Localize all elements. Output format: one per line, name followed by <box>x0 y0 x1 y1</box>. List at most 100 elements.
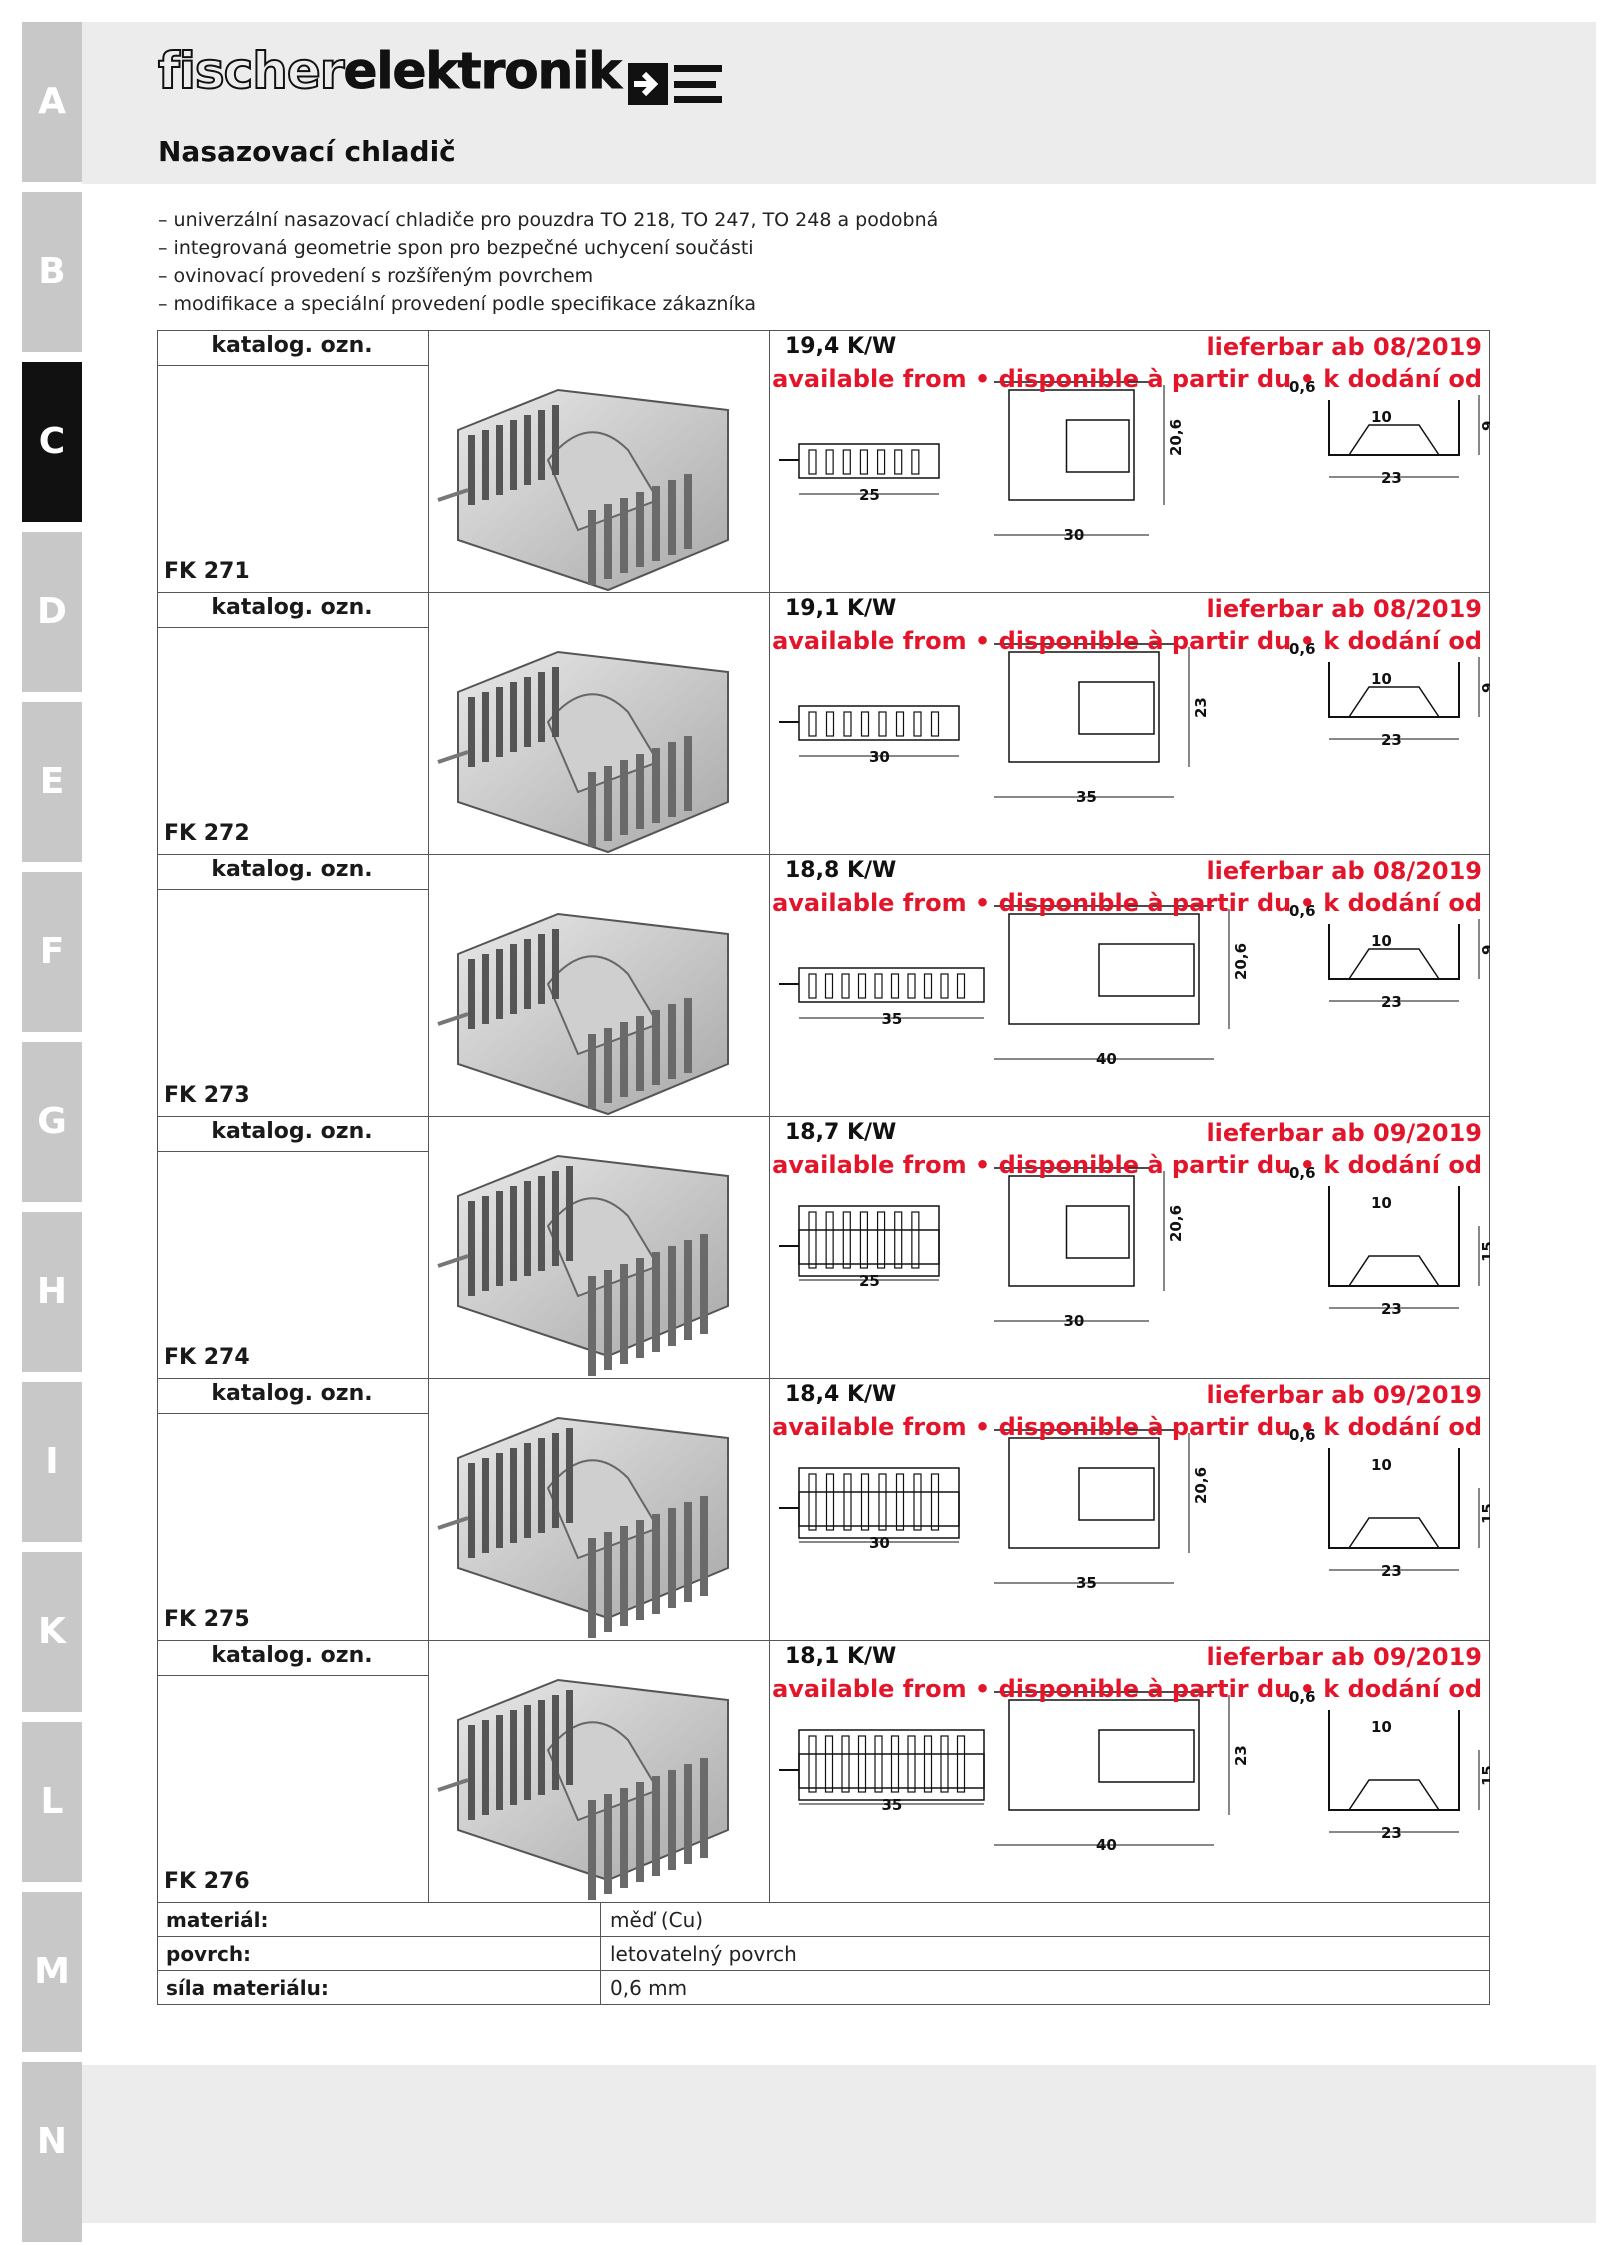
tab-h[interactable]: H <box>22 1212 82 1372</box>
tab-d[interactable]: D <box>22 532 82 692</box>
dim-thickness: 0,6 <box>1289 902 1316 920</box>
side-view <box>1008 1437 1160 1549</box>
label-cell <box>157 330 429 593</box>
availability-translations: available from • disponible à partir du … <box>772 365 1482 393</box>
dim-profile-height: 9 <box>1479 945 1490 955</box>
dim-width-front: 25 <box>859 486 880 504</box>
tab-e[interactable]: E <box>22 702 82 862</box>
side-view <box>1008 913 1200 1025</box>
brand-arrow-icon <box>627 62 722 105</box>
catalog-label: katalog. ozn. <box>211 595 373 620</box>
property-row: síla materiálu: 0,6 mm <box>157 1970 1490 2005</box>
thermal-resistance: 18,8 K/W <box>785 858 897 883</box>
dim-profile-height: 9 <box>1479 683 1490 693</box>
dim-inner: 10 <box>1371 1718 1392 1736</box>
heatsink-photo <box>437 388 729 592</box>
brand-logo-part1: fischer <box>157 41 345 101</box>
dim-profile-height: 9 <box>1479 421 1490 431</box>
dim-width-side: 30 <box>1064 526 1085 544</box>
heatsink-photo <box>437 912 729 1116</box>
dim-width-side: 35 <box>1076 1574 1097 1592</box>
property-key: povrch: <box>166 1942 252 1966</box>
photo-container <box>428 330 769 592</box>
tab-i[interactable]: I <box>22 1382 82 1542</box>
dim-width-front: 30 <box>869 1534 890 1552</box>
tab-a[interactable]: A <box>22 22 82 182</box>
dim-thickness: 0,6 <box>1289 1688 1316 1706</box>
availability-date: lieferbar ab 08/2019 <box>1206 857 1482 885</box>
catalog-label: katalog. ozn. <box>211 1643 373 1668</box>
property-value: měď (Cu) <box>610 1908 704 1932</box>
dim-outer: 23 <box>1381 1300 1402 1318</box>
tab-m[interactable]: M <box>22 1892 82 2052</box>
catalog-label: katalog. ozn. <box>211 333 373 358</box>
feature-item: integrovaná geometrie spon pro bezpečné … <box>158 234 938 262</box>
photo-container <box>428 1116 769 1378</box>
tab-c[interactable]: C <box>22 362 82 522</box>
availability-date: lieferbar ab 08/2019 <box>1206 333 1482 361</box>
availability-translations: available from • disponible à partir du … <box>772 1675 1482 1703</box>
heatsink-photo <box>437 650 729 854</box>
tab-k[interactable]: K <box>22 1552 82 1712</box>
dim-thickness: 0,6 <box>1289 378 1316 396</box>
thermal-resistance: 19,1 K/W <box>785 596 897 621</box>
thermal-resistance: 18,1 K/W <box>785 1644 897 1669</box>
dim-height-side: 23 <box>1192 697 1210 718</box>
heatsink-photo <box>437 1678 729 1900</box>
label-cell <box>157 1116 429 1379</box>
tab-f[interactable]: F <box>22 872 82 1032</box>
dim-thickness: 0,6 <box>1289 1426 1316 1444</box>
product-code: FK 272 <box>164 821 250 846</box>
header-band <box>82 22 1596 184</box>
tab-letter: E <box>39 761 65 802</box>
dim-outer: 23 <box>1381 1824 1402 1842</box>
availability-translations: available from • disponible à partir du … <box>772 1413 1482 1441</box>
dim-width-front: 35 <box>882 1796 903 1814</box>
property-value: letovatelný povrch <box>610 1942 797 1966</box>
brand-logo-part2: elektronik <box>343 42 622 101</box>
dim-width-side: 40 <box>1096 1836 1117 1854</box>
tab-letter: I <box>45 1441 59 1482</box>
tab-letter: C <box>38 421 66 462</box>
side-view <box>1008 1699 1200 1811</box>
tab-l[interactable]: L <box>22 1722 82 1882</box>
dim-profile-height: 15 <box>1479 1765 1490 1786</box>
tab-b[interactable]: B <box>22 192 82 352</box>
product-code: FK 273 <box>164 1083 250 1108</box>
dim-height-side: 20,6 <box>1167 1205 1185 1242</box>
photo-container <box>428 854 769 1116</box>
catalog-label: katalog. ozn. <box>211 1381 373 1406</box>
dim-height-side: 20,6 <box>1167 419 1185 456</box>
dim-profile-height: 15 <box>1479 1503 1490 1524</box>
thermal-resistance: 19,4 K/W <box>785 334 897 359</box>
label-cell <box>157 1378 429 1641</box>
thermal-resistance: 18,7 K/W <box>785 1120 897 1145</box>
dim-outer: 23 <box>1381 1562 1402 1580</box>
availability-translations: available from • disponible à partir du … <box>772 1151 1482 1179</box>
dim-outer: 23 <box>1381 469 1402 487</box>
catalog-label: katalog. ozn. <box>211 1119 373 1144</box>
tab-letter: M <box>34 1951 70 1992</box>
tab-g[interactable]: G <box>22 1042 82 1202</box>
feature-list: univerzální nasazovací chladiče pro pouz… <box>158 206 939 318</box>
feature-item: ovinovací provedení s rozšířeným povrche… <box>158 262 938 290</box>
availability-translations: available from • disponible à partir du … <box>772 627 1482 655</box>
photo-container <box>428 1378 769 1640</box>
tab-n[interactable]: N <box>22 2062 82 2242</box>
front-view <box>798 1229 940 1265</box>
tab-letter: B <box>38 251 66 292</box>
product-code: FK 276 <box>164 1869 250 1894</box>
dim-width-side: 35 <box>1076 788 1097 806</box>
property-key: materiál: <box>166 1908 269 1932</box>
